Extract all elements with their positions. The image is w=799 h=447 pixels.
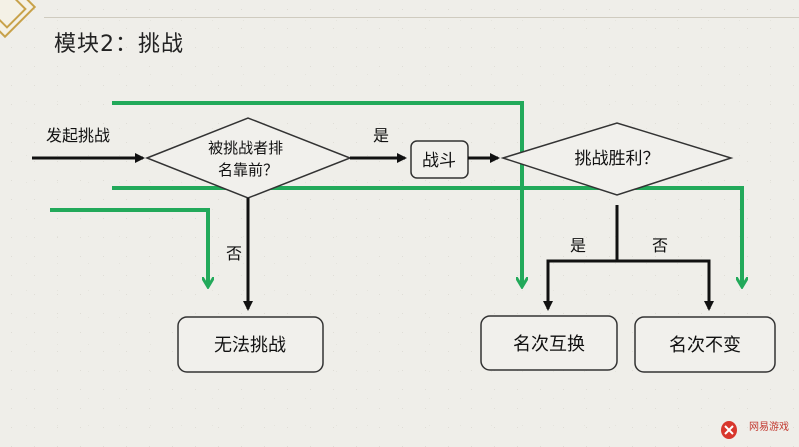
corner-diamond-icon: [0, 0, 37, 39]
edge-yes-1: 是: [373, 126, 389, 145]
rank-unchanged-label: 名次不变: [669, 335, 741, 356]
decision-win-label: 挑战胜利？: [575, 149, 660, 169]
battle-label: 战斗: [422, 151, 456, 171]
cannot-challenge-label: 无法挑战: [214, 335, 286, 356]
edge-no-2: 否: [652, 236, 668, 255]
netease-logo-icon: [721, 421, 737, 439]
decision-win-diamond: [500, 122, 734, 196]
green-path-top: [112, 101, 522, 286]
header-rule: [44, 17, 799, 18]
start-label: 发起挑战: [46, 126, 110, 145]
swap-rank-box: [480, 315, 618, 371]
edge-no-1: 否: [226, 244, 242, 263]
cannot-challenge-box: [177, 316, 324, 373]
green-path-middle: [112, 186, 742, 286]
edge-yes-2: 是: [570, 236, 586, 255]
arrow-to-swap: [543, 259, 617, 311]
rank-unchanged-box: [634, 316, 776, 373]
page-title: 模块2：挑战: [54, 32, 184, 57]
brand-label: 网易游戏: [749, 422, 789, 433]
green-path-left: [50, 208, 208, 286]
decision-rank-label: 被挑战者排 名靠前？: [208, 139, 288, 179]
decision-rank-line-2: 名靠前？: [218, 161, 278, 179]
arrow-to-unchanged: [617, 259, 714, 311]
decision-rank-line-1: 被挑战者排: [208, 139, 283, 157]
swap-rank-label: 名次互换: [513, 334, 585, 355]
